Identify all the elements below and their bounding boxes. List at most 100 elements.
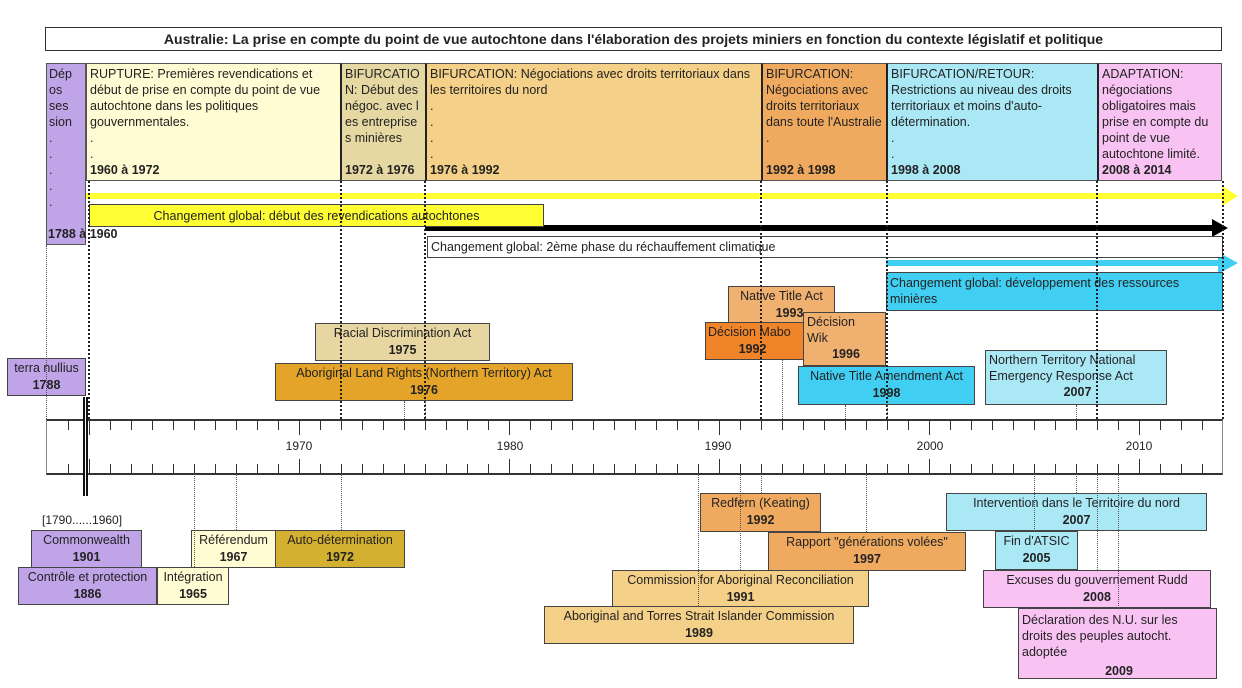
period-text: . xyxy=(49,179,53,193)
event-redfern: Redfern (Keating)1992 xyxy=(700,493,821,532)
period-dots: . . xyxy=(90,131,94,161)
axis-tick xyxy=(929,459,930,473)
period-text: BIFURCATION: Négociations avec droits te… xyxy=(430,67,751,97)
axis-tick xyxy=(530,464,531,473)
axis-tick xyxy=(236,464,237,473)
event-guide-line xyxy=(866,474,867,532)
event-label: Décision Wik xyxy=(807,315,855,345)
axis-tick xyxy=(173,421,174,430)
axis-tick xyxy=(677,464,678,473)
axis-tick xyxy=(845,421,846,430)
axis-tick xyxy=(467,464,468,473)
global-change-mining: Changement global: développement des res… xyxy=(886,272,1223,311)
event-label: Intervention dans le Territoire du nord xyxy=(973,496,1180,510)
axis-tick xyxy=(278,464,279,473)
axis-tick xyxy=(89,459,90,473)
event-guide-line xyxy=(1118,474,1119,608)
axis-tick xyxy=(698,464,699,473)
event-year: 2005 xyxy=(1022,551,1051,565)
event-label: Rapport "générations volées" xyxy=(786,535,948,549)
event-declaration-nu: Déclaration des N.U. sur les droits des … xyxy=(1018,608,1217,679)
event-guide-line xyxy=(761,474,762,493)
axis-label: 1980 xyxy=(496,439,524,453)
period-adaptation: ADAPTATION: négociations obligatoires ma… xyxy=(1097,63,1222,181)
axis-tick xyxy=(572,464,573,473)
axis-tick xyxy=(320,464,321,473)
period-dots: . xyxy=(766,131,770,145)
period-text: BIFURCATION/RETOUR: Restrictions au nive… xyxy=(891,67,1072,129)
axis-tick xyxy=(1118,464,1119,473)
axis-tick xyxy=(740,421,741,430)
axis-tick xyxy=(1097,421,1098,430)
event-guide-line xyxy=(782,360,783,419)
period-bifurcation-1972: BIFURCATION: Début des négoc. avec les e… xyxy=(340,63,426,181)
axis-tick xyxy=(152,464,153,473)
event-guide-line xyxy=(887,405,888,419)
period-guide-line xyxy=(1096,181,1098,419)
axis-tick xyxy=(1181,464,1182,473)
axis-tick xyxy=(425,421,426,430)
axis-tick xyxy=(719,421,720,435)
axis-label: 1990 xyxy=(704,439,732,453)
axis-tick xyxy=(1202,464,1203,473)
axis-tick xyxy=(1139,421,1140,435)
event-year: 1992 xyxy=(738,342,767,356)
axis-tick xyxy=(1076,464,1077,473)
axis-tick xyxy=(929,421,930,435)
axis-tick xyxy=(1202,421,1203,430)
axis-tick xyxy=(194,464,195,473)
axis-tick xyxy=(341,421,342,430)
axis-tick xyxy=(824,421,825,430)
axis-tick xyxy=(530,421,531,430)
event-year: 2007 xyxy=(1063,385,1092,399)
period-range: 1788 à 1960 xyxy=(48,227,118,241)
event-label: Contrôle et protection xyxy=(27,570,148,584)
axis-tick xyxy=(404,421,405,430)
event-guide-line xyxy=(698,474,699,606)
event-label: Déclaration des N.U. sur les droits des … xyxy=(1022,613,1178,659)
event-year: 1989 xyxy=(685,626,713,640)
period-text: RUPTURE: Premières revendications et déb… xyxy=(90,67,321,129)
axis-tick xyxy=(509,421,510,435)
axis-tick xyxy=(971,464,972,473)
axis-tick xyxy=(908,464,909,473)
axis-tick xyxy=(656,421,657,430)
global-change-climate: Changement global: 2ème phase du réchauf… xyxy=(427,236,1223,258)
event-year: 1997 xyxy=(853,552,881,566)
axis-tick xyxy=(215,421,216,430)
event-label: Commonwealth xyxy=(43,533,130,547)
period-text: . xyxy=(49,131,53,145)
event-year: 1901 xyxy=(72,550,101,564)
axis-tick xyxy=(698,421,699,430)
event-year: 2007 xyxy=(1062,513,1091,527)
period-range: 1992 à 1998 xyxy=(766,163,836,177)
period-text: ses xyxy=(49,99,69,113)
period-text: BIFURCATION: Négociations avec droits te… xyxy=(766,67,882,129)
period-text: Dép xyxy=(49,67,72,81)
axis-tick xyxy=(908,421,909,430)
event-label: Northern Territory National Emergency Re… xyxy=(989,353,1136,383)
axis-tick xyxy=(446,464,447,473)
axis-tick xyxy=(1076,421,1077,430)
event-year: 1972 xyxy=(326,550,354,564)
event-guide-line xyxy=(341,474,342,530)
event-reconciliation-commission: Commission for Aboriginal Reconciliation… xyxy=(612,570,869,607)
axis-break xyxy=(83,397,88,496)
period-text: sion xyxy=(49,115,72,129)
axis-tick xyxy=(383,464,384,473)
event-guide-line xyxy=(194,474,195,567)
period-guide-line xyxy=(340,181,342,419)
period-range: 1976 à 1992 xyxy=(430,163,500,177)
axis-tick xyxy=(362,421,363,430)
axis-tick xyxy=(971,421,972,430)
axis-tick xyxy=(467,421,468,430)
global-change-arrows xyxy=(86,186,1238,274)
period-rupture: RUPTURE: Premières revendications et déb… xyxy=(86,63,341,181)
axis-tick xyxy=(572,421,573,430)
axis-tick xyxy=(593,421,594,430)
axis-tick xyxy=(446,421,447,430)
event-guide-line xyxy=(425,401,426,419)
period-guide-line xyxy=(88,181,90,419)
